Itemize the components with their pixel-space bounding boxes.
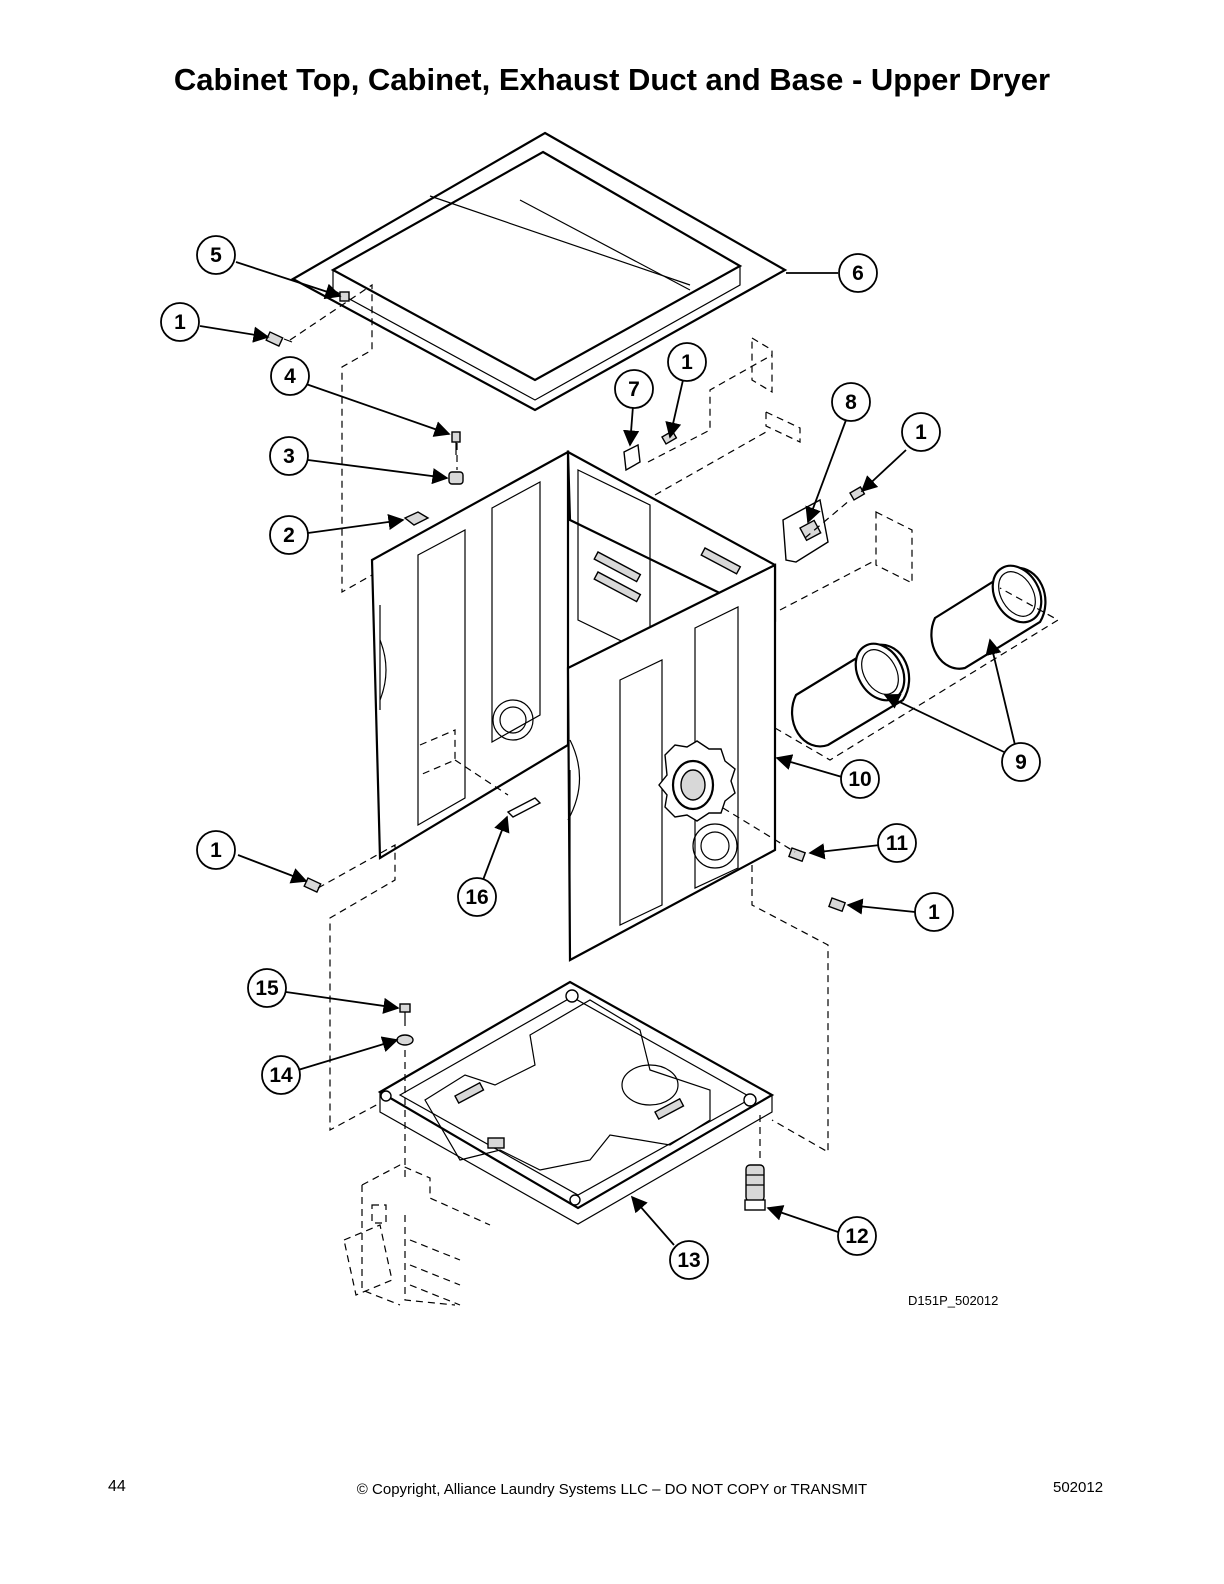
top-clip-slot xyxy=(339,291,350,302)
exhaust-ducts xyxy=(790,564,1047,748)
callout-8: 8 xyxy=(831,382,871,422)
svg-text:12: 12 xyxy=(845,1225,868,1248)
callout-16: 16 xyxy=(457,877,497,917)
drawing-id: D151P_502012 xyxy=(908,1293,999,1308)
base xyxy=(377,980,775,1225)
callout-12: 12 xyxy=(837,1216,877,1256)
callout-11: 11 xyxy=(877,823,917,863)
assembly-lines xyxy=(289,283,1060,1180)
screw-icon xyxy=(828,897,847,913)
svg-text:2: 2 xyxy=(283,524,295,547)
svg-text:15: 15 xyxy=(255,977,279,1000)
svg-text:14: 14 xyxy=(269,1064,293,1087)
screw-icon xyxy=(265,331,293,348)
svg-text:11: 11 xyxy=(886,832,909,855)
page-number: 44 xyxy=(108,1478,126,1495)
svg-text:9: 9 xyxy=(1015,751,1027,774)
callout-1: 1 xyxy=(160,302,200,342)
screw-icon xyxy=(788,847,807,863)
callout-13: 13 xyxy=(669,1240,709,1280)
svg-text:8: 8 xyxy=(845,391,857,414)
svg-text:1: 1 xyxy=(681,351,693,374)
svg-text:6: 6 xyxy=(852,262,864,285)
cabinet-top xyxy=(290,131,788,412)
auxiliary-bracket-dashed xyxy=(343,1164,491,1306)
callouts: 5 1 4 3 2 6 7 1 8 1 9 10 1 11 1 16 15 14… xyxy=(160,235,1041,1280)
callout-3: 3 xyxy=(269,436,309,476)
svg-text:7: 7 xyxy=(628,378,640,401)
callout-4: 4 xyxy=(270,356,310,396)
callout-15: 15 xyxy=(247,968,287,1008)
svg-text:3: 3 xyxy=(283,445,295,468)
svg-text:1: 1 xyxy=(210,839,222,862)
svg-text:1: 1 xyxy=(174,311,186,334)
callout-1: 1 xyxy=(196,830,236,870)
svg-text:16: 16 xyxy=(465,886,488,909)
callout-5: 5 xyxy=(196,235,236,275)
callout-1: 1 xyxy=(901,412,941,452)
screw-icon xyxy=(661,430,678,445)
document-number: 502012 xyxy=(1053,1479,1104,1496)
callout-leaders xyxy=(199,261,1016,1246)
svg-text:1: 1 xyxy=(915,421,927,444)
svg-text:13: 13 xyxy=(677,1249,700,1272)
cabinet xyxy=(370,450,777,962)
callout-1: 1 xyxy=(914,892,954,932)
callout-2: 2 xyxy=(269,515,309,555)
svg-text:4: 4 xyxy=(284,365,296,388)
callout-9: 9 xyxy=(1001,742,1041,782)
svg-text:10: 10 xyxy=(848,768,871,791)
callout-6: 6 xyxy=(838,253,878,293)
screw-icon xyxy=(849,486,866,501)
screw-icon xyxy=(303,877,322,894)
callout-7: 7 xyxy=(614,369,654,409)
svg-text:1: 1 xyxy=(928,901,940,924)
callout-1: 1 xyxy=(667,342,707,382)
callout-10: 10 xyxy=(840,759,880,799)
page-title: Cabinet Top, Cabinet, Exhaust Duct and B… xyxy=(173,62,1051,97)
callout-14: 14 xyxy=(261,1055,301,1095)
svg-text:5: 5 xyxy=(210,244,222,267)
copyright-notice: © Copyright, Alliance Laundry Systems LL… xyxy=(356,1481,868,1498)
